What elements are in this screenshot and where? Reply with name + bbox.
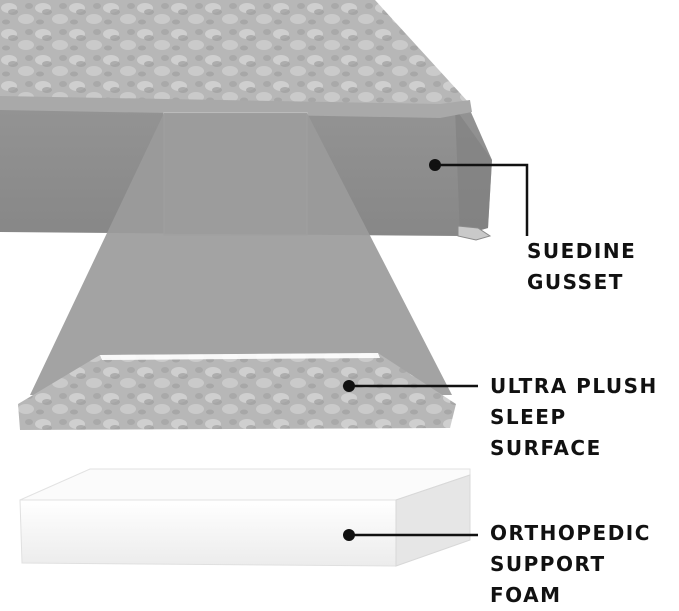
foam-top bbox=[19, 468, 471, 501]
zipper-pull-icon bbox=[457, 225, 492, 241]
magnifier-projection bbox=[30, 113, 452, 395]
foam-label: ORTHOPEDIC SUPPORT FOAM bbox=[490, 518, 679, 611]
callouts bbox=[343, 159, 529, 541]
foam-front bbox=[19, 499, 397, 567]
gusset-label-line1: SUEDINE bbox=[527, 239, 637, 263]
sleep-surface-fur bbox=[18, 353, 456, 430]
surface-label-line2: SLEEP SURFACE bbox=[490, 405, 602, 460]
gusset-label: SUEDINE GUSSET bbox=[527, 236, 636, 298]
foam-label-line2: SUPPORT FOAM bbox=[490, 552, 606, 607]
gusset-side-shade bbox=[455, 108, 492, 236]
exploded-bed-illustration bbox=[0, 0, 529, 567]
foam-block bbox=[19, 468, 471, 567]
foam-side bbox=[395, 474, 471, 567]
gusset-callout-line bbox=[435, 163, 529, 236]
sleep-surface-highlight bbox=[100, 353, 380, 360]
gusset-label-line2: GUSSET bbox=[527, 270, 624, 294]
bed-fur-edge bbox=[0, 96, 472, 118]
bed-fur-top bbox=[0, 0, 470, 112]
surface-label: ULTRA PLUSH SLEEP SURFACE bbox=[490, 371, 679, 464]
sleep-surface-slab bbox=[18, 353, 456, 430]
foam-label-line1: ORTHOPEDIC bbox=[490, 521, 651, 545]
surface-label-line1: ULTRA PLUSH bbox=[490, 374, 658, 398]
